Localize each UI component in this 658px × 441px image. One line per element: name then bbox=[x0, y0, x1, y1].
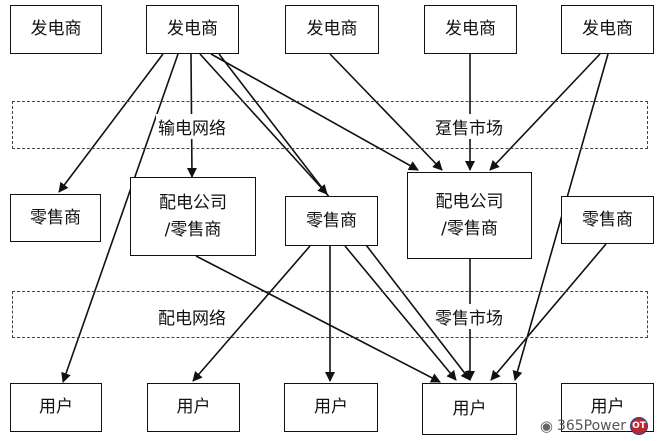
distribution-company-box-1: 配电公司 /零售商 bbox=[130, 177, 256, 256]
arrow-gen2-retailer2 bbox=[199, 53, 328, 195]
arrow-gen3-disco2 bbox=[329, 53, 443, 171]
distribution-company-box-2: 配电公司 /零售商 bbox=[407, 172, 532, 259]
retailer-box-3: 零售商 bbox=[561, 196, 654, 244]
retail-market-label: 零售市场 bbox=[433, 304, 505, 329]
watermark-text: 365Power bbox=[556, 418, 626, 434]
user-box-2: 用户 bbox=[147, 383, 240, 432]
generator-box-4: 发电商 bbox=[424, 5, 517, 54]
watermark-logo-icon: OT bbox=[630, 417, 648, 435]
arrow-disco1-user4 bbox=[195, 255, 441, 383]
user-box-1: 用户 bbox=[10, 383, 102, 432]
user-box-4: 用户 bbox=[422, 383, 517, 435]
distribution-network-label: 配电网络 bbox=[156, 304, 228, 329]
arrow-gen5-disco2 bbox=[489, 53, 601, 171]
generator-box-2: 发电商 bbox=[146, 5, 239, 54]
arrow-retailer2-user2 bbox=[192, 245, 311, 382]
distribution-retail-band bbox=[12, 291, 648, 338]
wechat-icon: ◉ bbox=[539, 417, 553, 435]
arrow-gen2-user1 bbox=[61, 53, 179, 383]
generator-box-1: 发电商 bbox=[10, 5, 102, 54]
wholesale-market-label: 趸售市场 bbox=[433, 114, 505, 139]
arrow-retailer2-user4 bbox=[344, 245, 457, 381]
transmission-wholesale-band bbox=[12, 101, 648, 149]
watermark: ◉ 365Power OT bbox=[540, 417, 648, 435]
generator-box-5: 发电商 bbox=[561, 5, 654, 54]
generator-box-3: 发电商 bbox=[285, 5, 379, 54]
retailer-box-1: 零售商 bbox=[10, 194, 101, 242]
transmission-network-label: 输电网络 bbox=[156, 114, 228, 139]
arrow-gen2-disco2 bbox=[210, 53, 419, 171]
arrow-gen2-retailer1 bbox=[58, 53, 164, 193]
retailer-box-2: 零售商 bbox=[285, 196, 378, 246]
arrow-retailer3-user4 bbox=[490, 243, 607, 381]
user-box-3: 用户 bbox=[284, 383, 378, 432]
